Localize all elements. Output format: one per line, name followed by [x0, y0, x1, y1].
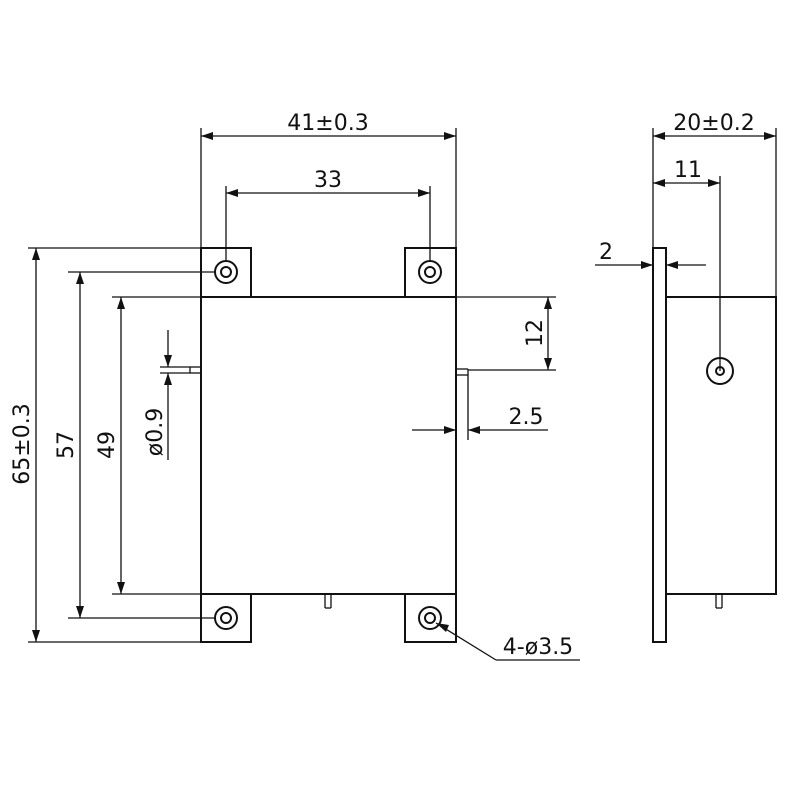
- dim-side-width: 20±0.2: [652, 111, 777, 297]
- dim-mounting-holes-label: 4-ø3.5: [503, 635, 573, 660]
- dim-hole-spacing-x: 33: [225, 168, 431, 260]
- dim-pin-offset: 12: [456, 296, 556, 371]
- mounting-tab-bottom-right: [404, 593, 457, 643]
- dim-pin-diameter-label: ø0.9: [143, 408, 168, 456]
- side-pin-bottom: [715, 594, 723, 609]
- pin-left: [189, 366, 201, 374]
- pin-right: [456, 368, 469, 376]
- mounting-hole-top-left: [214, 260, 238, 284]
- dim-hole-spacing-y: 57: [54, 271, 215, 619]
- mounting-hole-bottom-left: [214, 606, 238, 630]
- dim-pin-offset-label: 12: [523, 319, 548, 347]
- dim-side-width-label: 20±0.2: [673, 111, 754, 136]
- dim-hole-spacing-y-label: 57: [54, 431, 79, 459]
- dim-side-pin-offset-label: 11: [674, 158, 702, 183]
- dim-hole-spacing-x-label: 33: [314, 168, 342, 193]
- dim-pin-length: 2.5: [412, 375, 548, 440]
- side-view: 20±0.2 11 2: [595, 111, 777, 643]
- side-body-outline: [665, 296, 777, 595]
- dim-overall-width-label: 41±0.3: [287, 111, 368, 136]
- front-view: 41±0.3 33 65±0.3 57: [10, 111, 580, 661]
- dim-overall-height: 65±0.3: [10, 247, 201, 643]
- dim-side-pin-offset: 11: [653, 158, 721, 371]
- mounting-hole-bottom-right: [418, 606, 442, 630]
- dim-pin-length-label: 2.5: [509, 405, 544, 430]
- dim-flange-thickness-label: 2: [599, 240, 613, 265]
- dim-body-height-label: 49: [95, 431, 120, 459]
- flange-plate: [652, 247, 667, 643]
- pin-bottom: [324, 594, 332, 609]
- mounting-hole-top-right: [418, 260, 442, 284]
- dim-overall-width: 41±0.3: [200, 111, 457, 248]
- dim-pin-diameter: ø0.9: [143, 330, 190, 460]
- dim-body-height: 49: [95, 296, 201, 595]
- dim-flange-thickness: 2: [595, 240, 706, 269]
- dim-overall-height-label: 65±0.3: [10, 403, 35, 484]
- dim-mounting-holes: 4-ø3.5: [435, 622, 580, 661]
- body-outline: [200, 296, 457, 595]
